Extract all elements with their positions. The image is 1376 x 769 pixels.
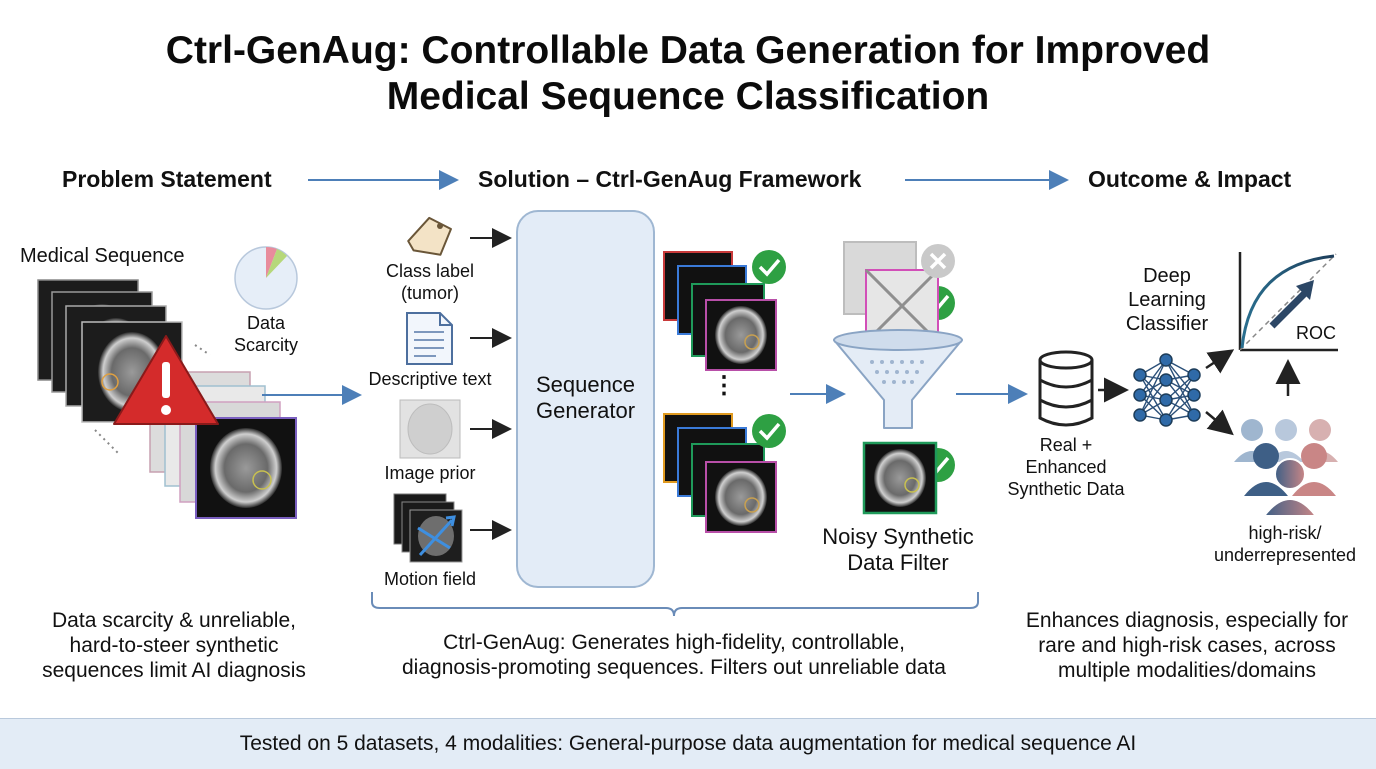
high-risk-group-label: high-risk/ underrepresented: [1200, 522, 1370, 566]
roc-label: ROC: [1296, 323, 1336, 343]
page-title: Ctrl-GenAug: Controllable Data Generatio…: [0, 28, 1376, 120]
group-line-2: underrepresented: [1213, 545, 1357, 565]
database-icon: [1038, 350, 1094, 427]
generated-sequence-top: [663, 251, 777, 371]
section-problem: Problem Statement: [62, 166, 272, 192]
classifier-line-2: Learning: [1128, 289, 1206, 311]
filter-line-2: Data Filter: [847, 550, 949, 575]
classifier-line-3: Classifier: [1125, 313, 1209, 335]
data-line-3: Synthetic Data: [1007, 479, 1125, 499]
section-solution: Solution – Ctrl-GenAug Framework: [478, 166, 862, 192]
classifier-to-group-arrow: [1205, 409, 1234, 436]
data-scarcity-line-1: Data: [246, 313, 286, 333]
data-line-1: Real +: [1039, 435, 1093, 455]
outcome-caption-line-2: rare and high-risk cases, across: [1038, 634, 1336, 657]
deep-learning-classifier-label: Deep Learning Classifier: [1108, 264, 1226, 336]
image-prior-icon: [399, 399, 461, 459]
group-line-1: high-risk/: [1248, 523, 1322, 543]
funnel-icon: [833, 329, 963, 429]
solution-caption-line-2: diagnosis-promoting sequences. Filters o…: [402, 656, 946, 679]
section-outcome: Outcome & Impact: [1088, 166, 1292, 192]
motion-field-icon: [393, 493, 463, 563]
input-arrows: [470, 228, 512, 540]
problem-caption-line-1: Data scarcity & unreliable,: [52, 609, 296, 632]
sequence-generator-label: Sequence Generator: [516, 372, 655, 424]
data-scarcity-line-2: Scarcity: [233, 335, 298, 355]
classifier-to-roc-arrow: [1205, 349, 1235, 374]
tag-icon: [407, 216, 452, 256]
solution-caption-line-1: Ctrl-GenAug: Generates high-fidelity, co…: [443, 631, 905, 654]
outcome-caption: Enhances diagnosis, especially for rare …: [1004, 608, 1370, 683]
image-prior-input: Image prior: [384, 463, 476, 483]
class-label-line-2: (tumor): [401, 283, 459, 303]
document-icon: [406, 312, 453, 365]
descriptive-text-input: Descriptive text: [368, 369, 492, 389]
solution-bracket: [371, 592, 979, 617]
problem-caption-line-2: hard-to-steer synthetic: [69, 634, 279, 657]
outcome-caption-line-3: multiple modalities/domains: [1058, 659, 1316, 682]
filter-line-1: Noisy Synthetic: [822, 524, 974, 549]
footer-text: Tested on 5 datasets, 4 modalities: Gene…: [239, 732, 1137, 755]
pie-chart-icon: [234, 246, 298, 310]
class-label-input: Class label (tumor): [368, 260, 492, 304]
title-line-2: Medical Sequence Classification: [386, 75, 990, 118]
classifier-line-1: Deep: [1143, 265, 1191, 287]
real-enhanced-data-label: Real + Enhanced Synthetic Data: [990, 434, 1142, 500]
outcome-caption-line-1: Enhances diagnosis, especially for: [1025, 609, 1349, 632]
sequence-generator-box: [516, 210, 655, 588]
people-group-icon: [1234, 419, 1338, 517]
footer-banner: Tested on 5 datasets, 4 modalities: Gene…: [0, 718, 1376, 769]
generator-line-2: Generator: [535, 398, 636, 423]
roc-curve-icon: [1238, 252, 1338, 352]
neural-network-icon: [1133, 353, 1201, 427]
filtered-sample: [862, 441, 938, 515]
data-scarcity-label: Data Scarcity: [218, 312, 314, 356]
title-line-1: Ctrl-GenAug: Controllable Data Generatio…: [165, 29, 1211, 72]
generated-sequence-bottom: [663, 413, 777, 533]
noisy-data-filter-label: Noisy Synthetic Data Filter: [810, 524, 986, 576]
sequence-ellipsis: ⋮: [712, 372, 736, 399]
data-line-2: Enhanced: [1025, 457, 1107, 477]
class-label-line-1: Class label: [385, 261, 475, 281]
problem-caption-line-3: sequences limit AI diagnosis: [42, 659, 306, 682]
warning-icon: [113, 335, 219, 425]
medical-sequence-label: Medical Sequence: [20, 245, 185, 267]
rejected-samples: [843, 241, 955, 344]
problem-caption: Data scarcity & unreliable, hard-to-stee…: [0, 608, 348, 683]
generator-line-1: Sequence: [535, 372, 636, 397]
solution-caption: Ctrl-GenAug: Generates high-fidelity, co…: [356, 630, 992, 680]
motion-field-input: Motion field: [383, 569, 477, 589]
